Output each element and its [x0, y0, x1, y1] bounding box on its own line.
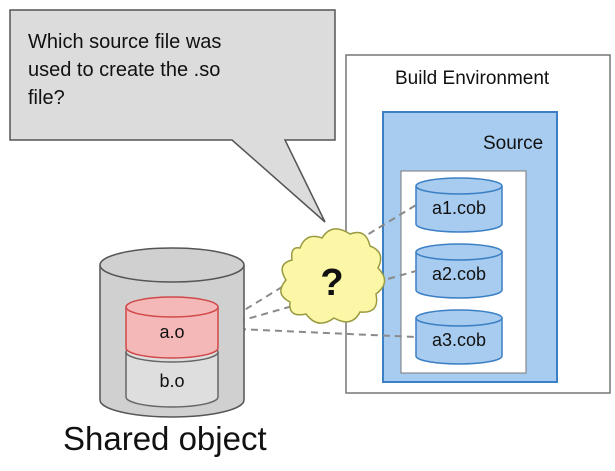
- source-file-a1-cylinder: [415, 177, 503, 233]
- callout-question: Which source file was used to create the…: [28, 28, 328, 112]
- object-b-label: b.o: [159, 371, 185, 391]
- object-a-label: a.o: [159, 322, 185, 342]
- source-file-a2-label: a2.cob: [431, 264, 487, 284]
- shared-object-caption: Shared object: [63, 420, 267, 457]
- source-file-a3-label: a3.cob: [431, 330, 487, 350]
- source-file-a2-cylinder: [415, 243, 503, 299]
- callout-line-2: used to create the .so: [28, 59, 221, 81]
- question-mark: ?: [320, 262, 344, 304]
- source-file-a1-label: a1.cob: [431, 198, 487, 218]
- callout-line-1: Which source file was: [28, 31, 222, 53]
- unknown-cloud: [280, 228, 386, 324]
- build-environment-title: Build Environment: [395, 68, 550, 89]
- speech-bubble: [9, 9, 336, 223]
- object-a-cylinder: [125, 296, 219, 359]
- connector-a3: [214, 327, 417, 338]
- source-file-a3-cylinder: [415, 309, 503, 365]
- source-title: Source: [483, 133, 544, 154]
- connector-a1: [214, 204, 417, 329]
- callout-line-3: file?: [28, 87, 65, 109]
